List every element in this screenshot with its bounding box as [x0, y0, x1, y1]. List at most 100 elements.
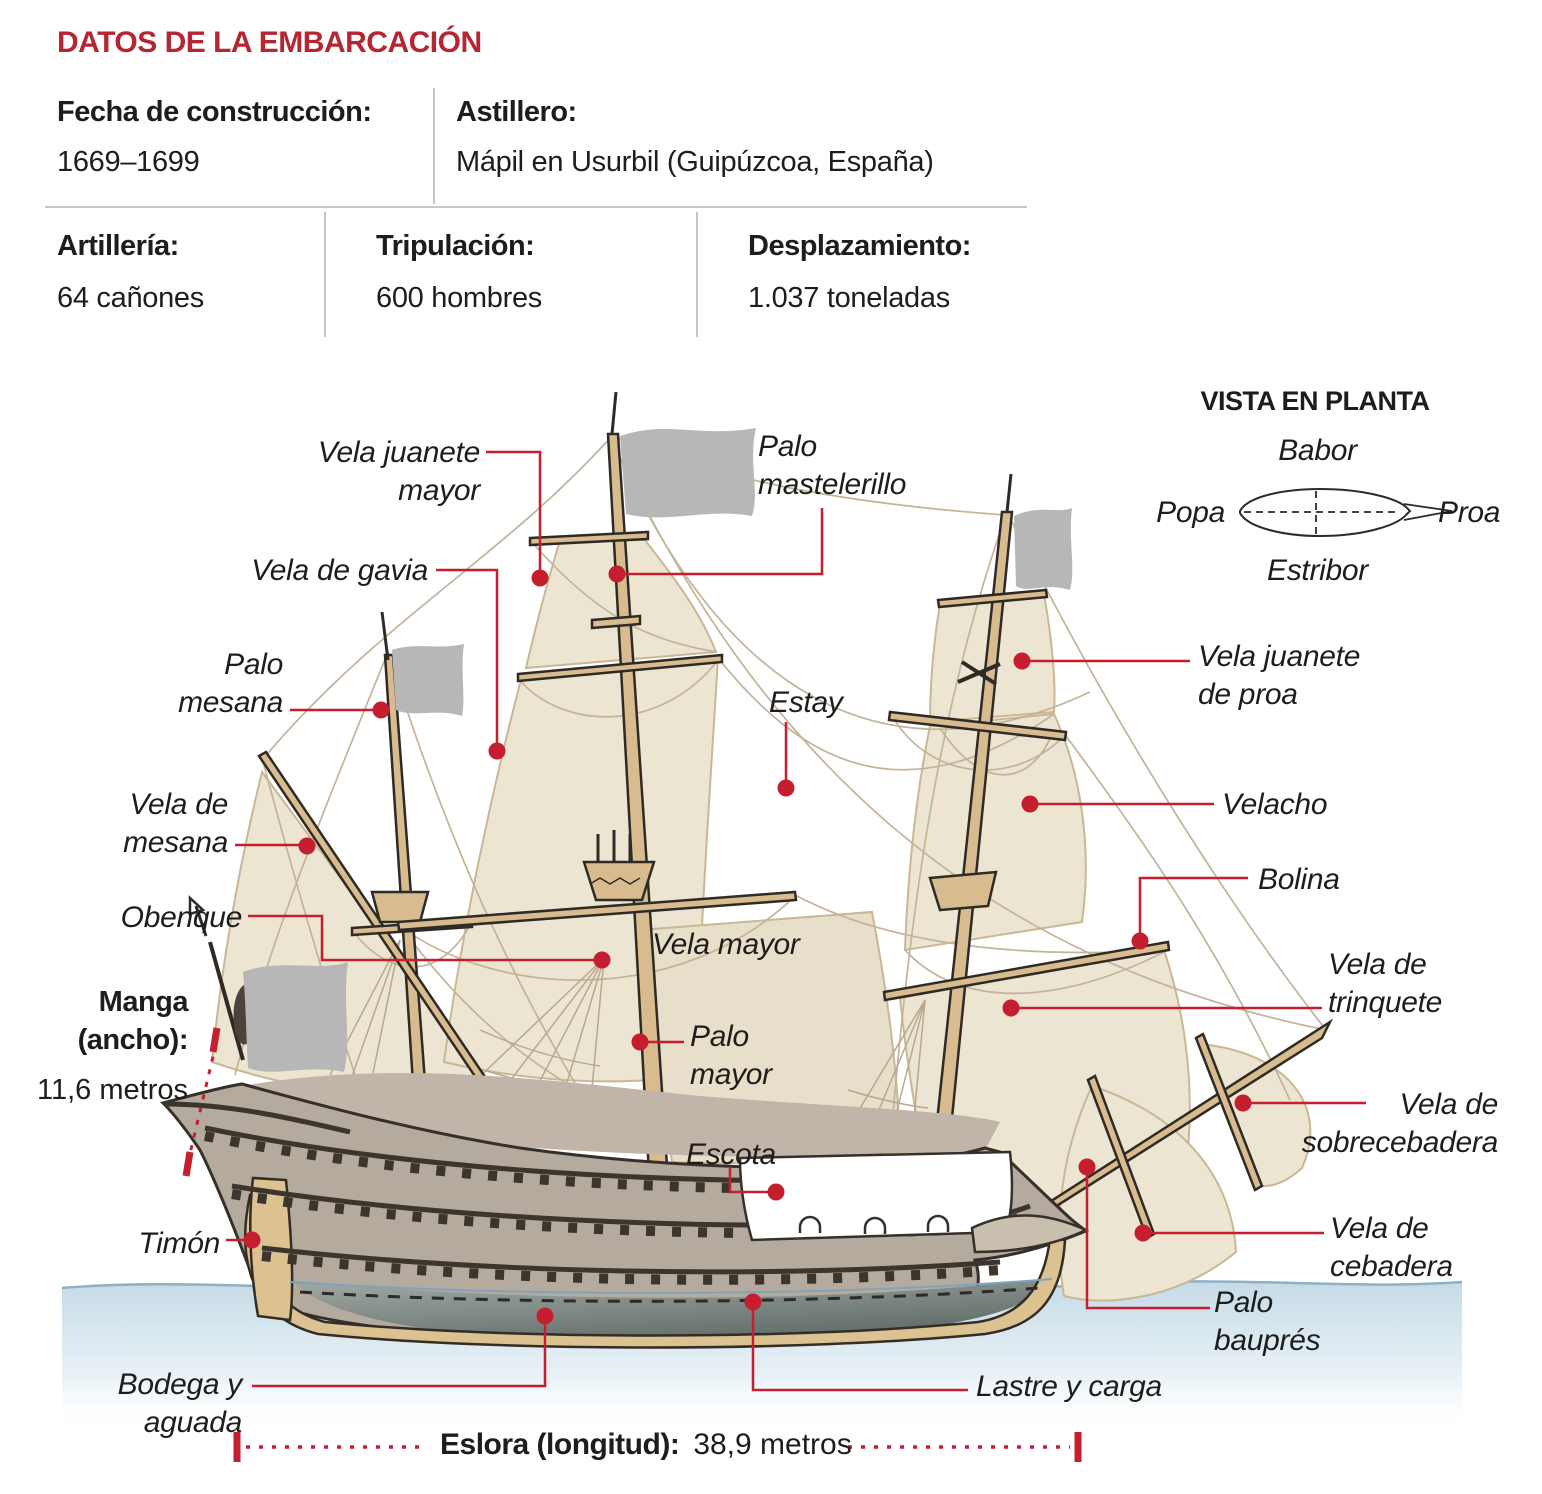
sprit-yard-1 — [1194, 1032, 1264, 1192]
field-tripulacion-label: Tripulación: — [376, 230, 535, 262]
field-tripulacion-value: 600 hombres — [376, 282, 542, 314]
leader-bolina — [1131, 876, 1248, 950]
label-vela-de-mesana: Vela de mesana — [123, 788, 228, 860]
hull — [160, 1073, 1089, 1349]
leader-vela-juanete-mayor — [486, 450, 549, 587]
eslora-label: Eslora (longitud): — [440, 1428, 680, 1461]
fore-topgallant-yard — [936, 588, 1049, 609]
label-obenque: Obenque — [120, 901, 243, 934]
deck-line-3 — [261, 1245, 1001, 1275]
deck-teeth-3 — [261, 1251, 1001, 1285]
field-astillero-label: Astillero: — [456, 96, 577, 128]
main-yard — [396, 890, 798, 932]
label-vela-de-sobrecebadera: Vela de sobrecebadera — [1301, 1088, 1499, 1160]
length-measure-text: Eslora (longitud): 38,9 metros — [440, 1428, 852, 1462]
divider-row1 — [433, 88, 435, 204]
beam-measure-line — [182, 1027, 221, 1177]
mast-details — [380, 391, 1013, 885]
leader-escota — [728, 1168, 785, 1201]
label-vela-de-trinquete: Vela de trinquete — [1328, 948, 1443, 1020]
leader-velacho — [1021, 795, 1214, 813]
field-desplazamiento-label: Desplazamiento: — [748, 230, 971, 262]
plan-label-popa: Popa — [1156, 496, 1225, 529]
leader-palo-mastelerillo — [608, 508, 824, 583]
fore-topsail-velacho — [903, 712, 1087, 952]
field-desplazamiento-value: 1.037 toneladas — [748, 282, 950, 314]
leader-vela-de-trinquete — [1002, 999, 1322, 1017]
eslora-value: 38,9 metros — [693, 1428, 852, 1461]
annotations — [182, 450, 1366, 1462]
leader-palo-mesana — [290, 701, 390, 719]
length-measure-line — [233, 1432, 1082, 1462]
field-construccion-label: Fecha de construcción: — [57, 96, 372, 128]
label-palo-mastelerillo: Palo mastelerillo — [758, 430, 907, 502]
plan-beak — [1403, 503, 1453, 521]
fore-topsail-yard — [887, 710, 1068, 742]
plan-label-estribor: Estribor — [1267, 554, 1368, 587]
masts-and-spars — [257, 432, 1334, 1302]
mesana-top — [370, 890, 430, 924]
label-vela-juanete-mayor: Vela juanete mayor — [317, 436, 480, 508]
fore-yard — [882, 940, 1171, 1002]
label-escota: Escota — [686, 1138, 776, 1171]
main-topgallant-head-yard — [528, 530, 650, 547]
label-lastre-y-carga: Lastre y carga — [976, 1370, 1162, 1403]
leader-vela-de-cebadera — [1134, 1224, 1324, 1242]
label-palo-mayor: Palo mayor — [690, 1020, 772, 1092]
label-vela-de-gavia: Vela de gavia — [251, 554, 428, 587]
main-topgallant-foot-yard — [516, 653, 724, 683]
leader-estay — [777, 722, 795, 797]
label-bodega-y-aguada: Bodega y aguada — [117, 1368, 243, 1440]
leader-palo-baupres — [1078, 1158, 1210, 1310]
leader-timon — [226, 1231, 261, 1249]
leader-vela-de-mesana — [235, 837, 316, 855]
field-artilleria-label: Artillería: — [57, 230, 179, 262]
label-velacho: Velacho — [1222, 788, 1328, 821]
leader-palo-mayor — [631, 1033, 684, 1051]
label-manga-value: 11,6 metros — [37, 1074, 188, 1106]
deck-teeth-1 — [203, 1131, 1000, 1194]
label-vela-de-cebadera: Vela de cebadera — [1330, 1212, 1453, 1284]
rigging — [234, 435, 1327, 1151]
main-flag — [620, 428, 756, 518]
hold-dashed-line — [299, 1286, 1041, 1303]
field-astillero-value: Mápil en Usurbil (Guipúzcoa, España) — [456, 146, 934, 178]
mesana-flag — [392, 644, 464, 716]
plan-view-title: VISTA EN PLANTA — [1200, 386, 1430, 416]
label-manga: Manga (ancho): — [77, 986, 189, 1056]
label-bolina: Bolina — [1258, 863, 1340, 896]
leader-obenque — [248, 914, 611, 969]
plan-label-babor: Babor — [1278, 434, 1357, 467]
leader-vela-juanete-de-proa — [1013, 652, 1190, 670]
mast-flags — [392, 428, 1073, 716]
stern-flag — [243, 962, 348, 1072]
label-timon: Timón — [138, 1227, 220, 1260]
field-artilleria-value: 64 cañones — [57, 282, 204, 314]
divider-horizontal — [45, 206, 1027, 208]
page-title: DATOS DE LA EMBARCACIÓN — [57, 26, 482, 59]
label-palo-baupres: Palo bauprés — [1214, 1286, 1321, 1358]
fore-top — [928, 870, 998, 912]
divider-row2-b — [696, 212, 698, 337]
label-vela-mayor: Vela mayor — [652, 928, 800, 961]
spearhead-icon — [188, 895, 206, 916]
label-estay: Estay — [769, 686, 843, 719]
waist-arches — [798, 1214, 950, 1234]
label-palo-mesana: Palo mesana — [178, 648, 283, 720]
cebadera-sail — [1058, 1084, 1238, 1302]
leader-bodega-y-aguada — [252, 1307, 554, 1388]
fore-flag — [1014, 508, 1073, 590]
bilge-interior — [292, 1278, 1050, 1342]
leader-vela-de-gavia — [436, 568, 506, 760]
stern-staff — [188, 895, 348, 1072]
stern-rail — [164, 1101, 351, 1135]
divider-row2-a — [324, 212, 326, 337]
plan-view-drawing — [1239, 487, 1453, 538]
leader-vela-de-sobrecebadera — [1234, 1094, 1366, 1112]
main-crosstree — [590, 614, 642, 630]
plan-hull — [1239, 487, 1412, 538]
label-vela-juanete-de-proa: Vela juanete de proa — [1198, 640, 1361, 712]
sobrecebadera-sail — [1198, 1042, 1312, 1187]
